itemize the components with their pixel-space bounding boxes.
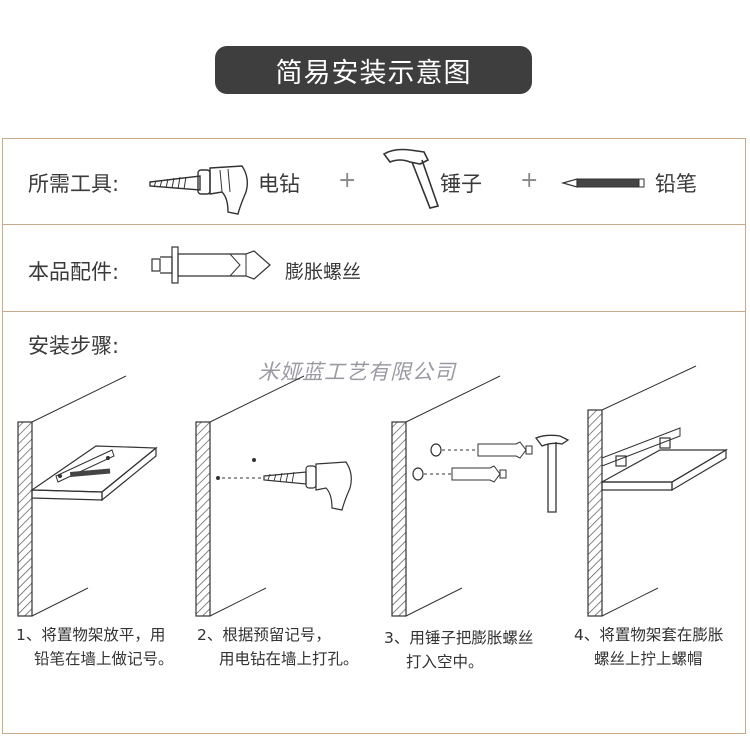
parts-label: 本品配件:: [28, 260, 120, 284]
plus-sign-2: +: [520, 168, 539, 193]
step-3-line-1: 3、用锤子把膨胀螺丝: [384, 629, 534, 647]
plus-sign-1: +: [338, 168, 357, 193]
step-3-caption: 3、用锤子把膨胀螺丝 打入空中。: [384, 626, 533, 674]
hammer-icon: [382, 148, 440, 209]
diagram-title: 简易安装示意图: [215, 46, 532, 94]
step-2-illustration: [195, 375, 352, 617]
step-4-line-1: 4、将置物架套在膨胀: [574, 626, 724, 644]
step-3-illustration: [391, 375, 570, 617]
step-2-line-1: 2、根据预留记号，: [197, 626, 331, 644]
expansion-bolt-icon: [151, 246, 271, 284]
steps-label: 安装步骤:: [28, 334, 120, 358]
step-4-caption: 4、将置物架套在膨胀 螺丝上拧上螺帽: [574, 623, 723, 671]
drill-icon: [149, 165, 249, 215]
bolt-label: 膨胀螺丝: [285, 261, 362, 283]
hammer-label: 锤子: [440, 172, 482, 196]
tools-label: 所需工具:: [28, 172, 120, 196]
step-2-line-2: 用电钻在墙上打孔。: [219, 650, 359, 668]
pencil-icon: [560, 178, 645, 188]
divider-tools: [2, 224, 746, 225]
pencil-label: 铅笔: [655, 172, 697, 196]
step-4-line-2: 螺丝上拧上螺帽: [594, 650, 703, 668]
step-2-caption: 2、根据预留记号， 用电钻在墙上打孔。: [197, 623, 359, 671]
step-1-caption: 1、将置物架放平，用 铅笔在墙上做记号。: [16, 623, 174, 671]
divider-parts: [2, 311, 746, 312]
step-1-line-2: 铅笔在墙上做记号。: [34, 650, 174, 668]
instruction-panel: [2, 138, 746, 734]
company-watermark: 米娅蓝工艺有限公司: [258, 360, 456, 384]
step-1-illustration: [17, 375, 158, 617]
step-1-line-1: 1、将置物架放平，用: [16, 626, 166, 644]
step-3-line-2: 打入空中。: [406, 653, 484, 671]
step-4-illustration: [587, 365, 729, 617]
drill-label: 电钻: [258, 172, 300, 196]
